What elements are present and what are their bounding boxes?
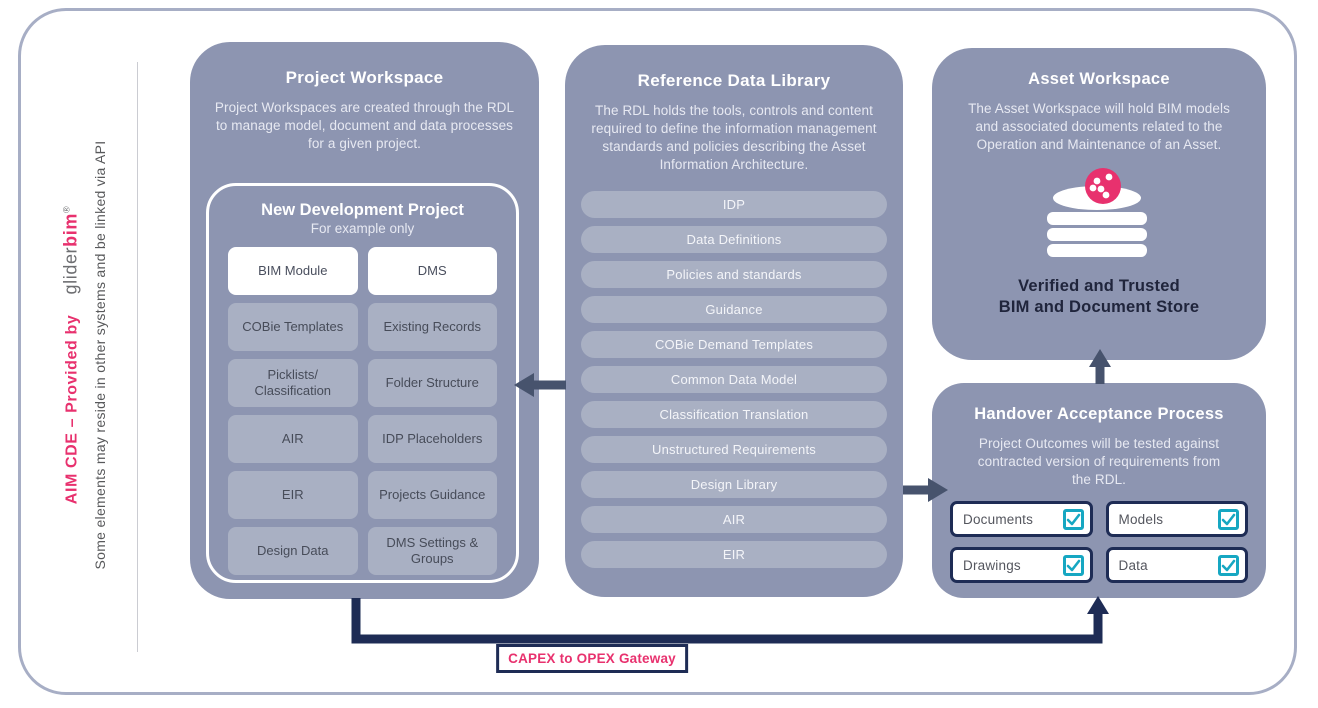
check-icon	[1221, 559, 1236, 572]
rdl-item: EIR	[581, 541, 887, 569]
panel-title: Project Workspace	[285, 68, 444, 87]
check-icon	[1066, 559, 1080, 572]
project-item: BIM Module	[228, 247, 358, 295]
sidebar-note: Some elements may reside in other system…	[92, 140, 108, 570]
registered-mark: ®	[61, 205, 72, 214]
rdl-item: Unstructured Requirements	[581, 436, 887, 464]
rdl-item: Guidance	[581, 296, 887, 324]
rdl-item: Common Data Model	[581, 366, 887, 394]
project-item: Projects Guidance	[367, 471, 497, 519]
store-label: Verified and Trusted BIM and Document St…	[932, 276, 1266, 317]
checkbox-icon	[1218, 508, 1239, 530]
checkbox-icon	[1062, 508, 1084, 530]
rdl-item: Design Library	[581, 471, 887, 499]
gateway-label: CAPEX to OPEX Gateway	[496, 644, 688, 673]
project-workspace-panel: Project Workspace Project Workspaces are…	[190, 42, 539, 599]
reference-data-library-panel: Reference Data Library The RDL holds the…	[565, 45, 903, 597]
panel-title: Reference Data Library	[637, 71, 831, 90]
handover-check-item: Data	[1105, 547, 1248, 584]
panel-description: The RDL holds the tools, controls and co…	[591, 103, 877, 173]
handover-check-item: Models	[1105, 501, 1248, 538]
handover-check-label: Models	[1118, 511, 1164, 527]
check-icon	[1066, 513, 1080, 526]
rdl-item: Classification Translation	[581, 401, 887, 429]
project-item: DMS	[367, 247, 497, 295]
rdl-item: Policies and standards	[581, 261, 887, 289]
checkbox-icon	[1218, 554, 1239, 576]
store-label-line2: BIM and Document Store	[998, 297, 1200, 316]
brand-gliderbim: gliderbim®	[60, 205, 81, 295]
inner-box-subtitle: For example only	[310, 221, 415, 236]
handover-panel: Handover Acceptance Process Project Outc…	[932, 383, 1266, 598]
checkbox-icon	[1062, 554, 1084, 576]
sidebar-title-prefix: AIM CDE – Provided by	[63, 314, 81, 505]
rdl-item: COBie Demand Templates	[581, 331, 887, 359]
handover-check-label: Drawings	[963, 557, 1021, 573]
new-development-project-box: New Development Project For example only…	[206, 183, 519, 583]
panel-title: Asset Workspace	[1028, 70, 1170, 88]
project-item: COBie Templates	[228, 303, 358, 351]
project-item: Folder Structure	[367, 359, 497, 407]
project-item: AIR	[228, 415, 358, 463]
sidebar-title: AIM CDE – Provided by gliderbim®	[61, 206, 82, 504]
project-item: IDP Placeholders	[367, 415, 497, 463]
handover-check-label: Data	[1118, 557, 1148, 573]
panel-description: Project Outcomes will be tested against …	[977, 436, 1221, 488]
database-icon	[1047, 168, 1147, 258]
handover-check-item: Documents	[950, 501, 1093, 538]
project-item: Existing Records	[367, 303, 497, 351]
asset-workspace-panel: Asset Workspace The Asset Workspace will…	[932, 48, 1266, 360]
store-label-line1: Verified and Trusted	[1018, 277, 1180, 296]
sidebar-divider	[137, 62, 138, 652]
panel-description: The Asset Workspace will hold BIM models…	[968, 101, 1230, 153]
panel-title: Handover Acceptance Process	[974, 405, 1224, 423]
handover-check-label: Documents	[963, 511, 1034, 527]
rdl-item: AIR	[581, 506, 887, 534]
project-item: DMS Settings & Groups	[367, 527, 497, 575]
project-item: Design Data	[228, 527, 358, 575]
rdl-item: Data Definitions	[581, 226, 887, 254]
check-icon	[1221, 513, 1236, 526]
rdl-item: IDP	[581, 191, 887, 219]
project-item: Picklists/ Classification	[228, 359, 358, 407]
inner-box-title: New Development Project	[261, 201, 464, 219]
project-item: EIR	[228, 471, 358, 519]
panel-description: Project Workspaces are created through t…	[214, 100, 515, 152]
handover-check-item: Drawings	[950, 547, 1093, 584]
